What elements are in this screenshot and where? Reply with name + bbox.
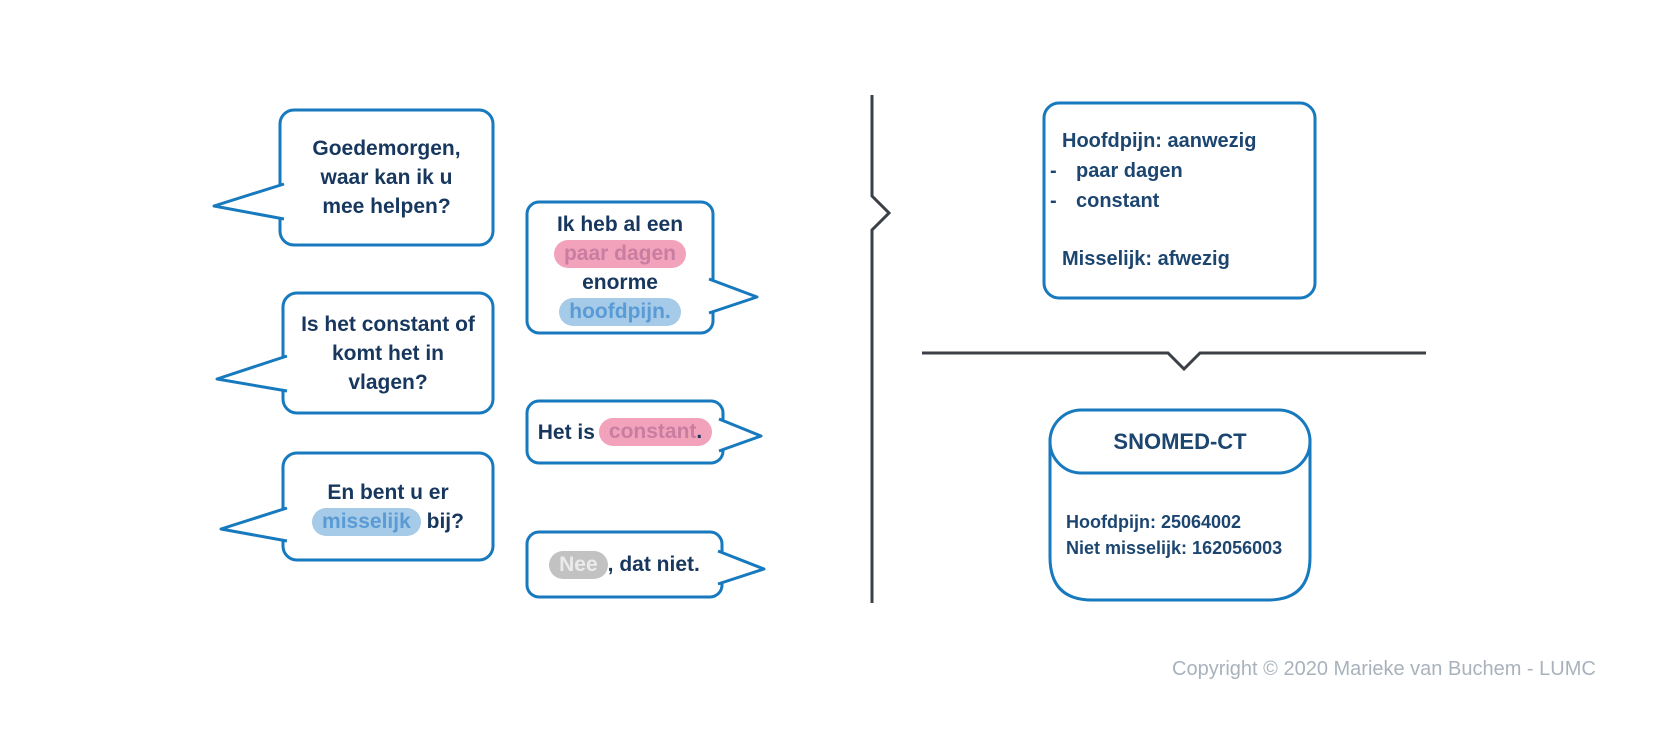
patient-bubble-2-text: Het is constant. [527, 401, 723, 463]
patient-bubble-2-before: Het is [537, 420, 595, 444]
doctor-bubble-3-tail [219, 506, 288, 543]
summary-headache-status: Hoofdpijn: aanwezig [1062, 130, 1257, 152]
doctor-bubble-2-tail [215, 354, 288, 393]
doctor-bubble-3-line-2: misselijk bij? [312, 507, 464, 536]
doctor-bubble-1-text: Goedemorgen, waar kan ik u mee helpen? [280, 110, 493, 245]
doctor-bubble-1-tail [212, 182, 285, 221]
summary-box-outline [1042, 101, 1317, 300]
highlight-paar-dagen: paar dagen [553, 239, 687, 268]
doctor-bubble-1-line-1: Goedemorgen, [312, 137, 461, 160]
database-codes: Hoofdpijn: 25064002 Niet misselijk: 1620… [1066, 509, 1282, 561]
doctor-bubble-2-text: Is het constant of komt het in vlagen? [283, 293, 493, 413]
patient-bubble-2-period: . [696, 420, 703, 443]
database-title: SNOMED-CT [1113, 428, 1247, 454]
doctor-bubble-3-after: bij? [420, 509, 464, 533]
database-body-shape [1048, 438, 1312, 602]
doctor-bubble-2-line-1: Is het constant of [301, 312, 475, 336]
doctor-bubble-2-line-2: komt het in [331, 341, 444, 365]
patient-bubble-3-text: Nee, dat niet. [527, 532, 722, 597]
doctor-bubble-1-line-3: mee helpen? [322, 195, 451, 218]
doctor-bubble-2-line-3: vlagen? [348, 370, 428, 394]
vertical-brace-right [870, 95, 892, 603]
highlight-constant-word: constant [608, 420, 697, 443]
highlight-hoofdpijn: hoofdpijn. [559, 297, 681, 326]
highlight-nee: Nee [549, 550, 608, 579]
summary-item-duration-label: paar dagen [1076, 160, 1183, 182]
horizontal-brace-down [922, 351, 1426, 372]
doctor-bubble-3-line-1: En bent u er [327, 480, 449, 504]
code-headache: Hoofdpijn: 25064002 [1066, 512, 1242, 532]
doctor-bubble-2-outline [281, 291, 495, 415]
patient-bubble-2-tail [718, 417, 763, 453]
summary-box: Hoofdpijn: aanwezig -paar dagen -constan… [1044, 126, 1315, 274]
bullet-dash: - [1050, 190, 1057, 212]
patient-bubble-1-line-1: Ik heb al een [556, 212, 684, 236]
summary-nausea-status: Misselijk: afwezig [1062, 248, 1230, 270]
doctor-bubble-3-text: En bent u er misselijk bij? [283, 453, 493, 560]
database-top-pill-shape [1048, 408, 1312, 475]
patient-bubble-1-tail [708, 277, 759, 315]
copyright-notice: Copyright © 2020 Marieke van Buchem - LU… [1172, 658, 1596, 680]
patient-bubble-3-after: , dat niet. [607, 553, 700, 576]
highlight-misselijk: misselijk [312, 507, 421, 536]
summary-item-constant: -constant [1044, 186, 1315, 216]
highlight-constant: constant. [598, 418, 713, 446]
code-not-nauseous: Niet misselijk: 162056003 [1066, 538, 1283, 558]
summary-item-duration: -paar dagen [1044, 156, 1315, 186]
summary-blank-line [1044, 216, 1315, 244]
bullet-dash: - [1050, 160, 1057, 182]
patient-bubble-1-text: Ik heb al een paar dagen enorme hoofdpij… [527, 202, 713, 333]
doctor-bubble-1-line-2: waar kan ik u [320, 166, 453, 189]
doctor-bubble-1-outline [278, 108, 495, 247]
patient-bubble-3-tail [717, 549, 766, 586]
patient-bubble-1-line-3: enorme [582, 270, 658, 294]
summary-item-constant-label: constant [1076, 190, 1160, 212]
